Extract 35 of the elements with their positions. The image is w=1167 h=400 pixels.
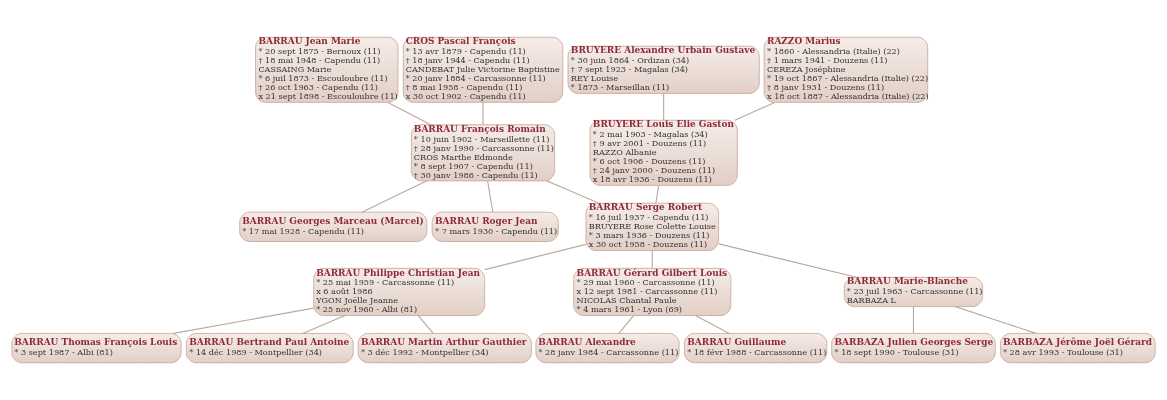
node-box: BRUYERE Alexandre Urbain Gustave * 30 juin 1864 - Ordizan (34) † 7 sept 1923 - Magalas (34) REY Louise * 1873 - Marseillan (11) (567, 45, 760, 94)
connector (912, 306, 915, 334)
connector (718, 243, 858, 278)
node-box: BARRAU Bertrand Paul Antoine * 14 déc 1989 - Montpellier (34) (186, 333, 354, 364)
connector (172, 307, 315, 334)
node-box: CROS Pascal François * 13 avr 1879 - Capendu (11) † 18 janv 1944 - Capendu (11) CANDEBAT Julie Victorine Baptistine * 20 janv 1884 - Carcassonne (11) † 8 mai 1958 - Capendu (11) x 30 oct 1902 - Capendu (11) (402, 36, 564, 103)
connector (387, 101, 432, 126)
connector (618, 315, 635, 334)
node-box: BARBAZA Jérôme Joël Gérard * 28 avr 1993 - Toulouse (31) (1000, 333, 1156, 364)
connector (484, 243, 587, 271)
node-box: BARRAU Martin Arthur Gauthier * 3 déc 1992 - Montpellier (34) (357, 333, 532, 364)
connector (482, 102, 484, 126)
node-box: BARRAU Thomas François Louis * 3 sept 1987 - Albi (81) (11, 333, 182, 364)
node-box: BARRAU Gérard Gilbert Louis * 29 mai 1960 - Carcassonne (11) x 12 sept 1981 - Carcassonne (11) NICOLAS Chantal Paule * 4 mars 1961 - Lyon (69) (573, 267, 732, 316)
node-box: BARRAU Georges Marceau (Marcel) * 17 mai 1928 - Capendu (11) (239, 211, 428, 242)
node-box: RAZZO Marius * 1860 - Alessandria (Italie) (22) † 1 mars 1941 - Douzens (11) CEREZA Joséphine * 19 oct 1867 - Alessandria (Italie) (22) † 8 janv 1931 - Douzens (11) x 18 oct 1887 - Alessandria (Italie) (22) (763, 36, 929, 103)
node-box: BARRAU Marie-Blanche * 23 juil 1963 - Carcassonne (11) BARBAZA L (843, 276, 984, 307)
node-box: BARRAU Roger Jean * 7 mars 1930 - Capendu (11) (431, 211, 559, 242)
node-box: BARBAZA Julien Georges Serge * 18 sept 1990 - Toulouse (31) (831, 333, 996, 364)
node-box: BRUYERE Louis Elie Gaston * 2 mai 1903 - Magalas (34) † 9 avr 2001 - Douzens (11) RAZZO Albanie * 6 oct 1906 - Douzens (11) † 24 janv 2000 - Douzens (11) x 18 avr 1936 - Douzens (11) (589, 119, 738, 186)
node-box: BARRAU Guillaume * 18 févr 1988 - Carcassonne (11) (684, 333, 828, 364)
connector (655, 184, 660, 204)
node-box: BARRAU Jean Marie * 20 sept 1875 - Bernoux (11) † 18 mai 1948 - Capendu (11) CASSAING Marie * 6 juil 1873 - Escouloubre (11) † 26 oct 1963 - Capendu (11) x 21 sept 1898 - Escouloubre (11) (255, 36, 399, 103)
node-box: BARRAU Serge Robert * 16 juil 1937 - Capendu (11) BRUYERE Rose Colette Louise * 3 mars 1936 - Douzens (11) x 30 oct 1958 - Douzens (11) (585, 202, 719, 251)
connector (546, 180, 600, 204)
node-box: BARRAU Philippe Christian Jean * 25 mai 1959 - Carcassonne (11) x 6 août 1986 YGON Joëlle Jeanne * 25 nov 1960 - Albi (81) (313, 267, 486, 316)
connector (487, 180, 494, 213)
connector (663, 92, 665, 121)
node-box: BARRAU Alexandre * 28 janv 1984 - Carcassonne (11) (535, 333, 680, 364)
connector (417, 315, 434, 334)
connector (302, 315, 346, 334)
connector (361, 180, 428, 213)
connector (954, 306, 1037, 334)
connector (734, 101, 776, 121)
node-box: BARRAU François Romain * 10 juin 1902 - Marseillette (11) † 28 janv 1990 - Carcassonne (11) CROS Marthe Edmonde * 8 sept 1907 - Capendu (11) † 30 janv 1986 - Capendu (11) (411, 124, 555, 182)
